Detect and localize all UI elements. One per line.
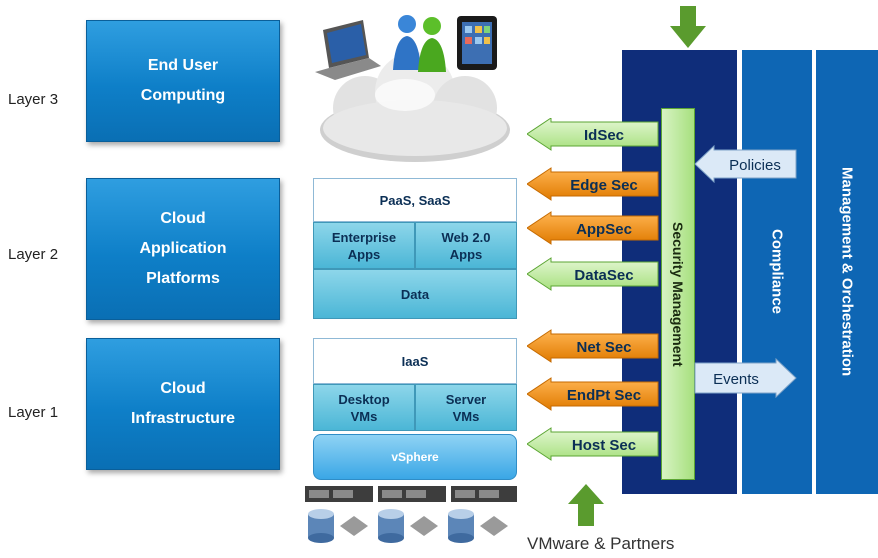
security-arrows: IdSec Edge Sec AppSec DataSec Net Sec En… [527, 118, 659, 461]
user-green-icon [418, 17, 446, 72]
layer-1-label: Layer 1 [8, 404, 59, 421]
laptop-icon [315, 20, 381, 80]
box-line: Cloud [160, 380, 206, 397]
user-blue-icon [393, 15, 421, 70]
arrow-label: Host Sec [572, 437, 636, 454]
arrow-label: Net Sec [576, 339, 631, 356]
partners-caption: VMware & Partners [527, 534, 675, 553]
box-line: VMs [452, 408, 480, 424]
arrow-label: DataSec [574, 267, 633, 284]
tablet-icon [457, 16, 497, 70]
box-line: Web 2.0 [441, 229, 491, 245]
appsec-arrow: AppSec [527, 211, 659, 245]
management-orchestration-column: Management & Orchestration [816, 50, 878, 494]
security-management-label: Security Management [670, 221, 686, 367]
management-orchestration-label: Management & Orchestration [838, 167, 856, 377]
events-callout: Events [694, 358, 797, 398]
iaas-box: IaaS [313, 338, 517, 384]
box-line: Cloud [160, 210, 206, 227]
layer-2-label: Layer 2 [8, 246, 59, 263]
box-line: VMs [350, 408, 378, 424]
box-line: Application [139, 240, 227, 257]
hardware-illustration [305, 486, 517, 543]
end-user-illustration [315, 15, 510, 162]
paas-saas-box: PaaS, SaaS [313, 178, 517, 222]
endpt-sec-arrow: EndPt Sec [527, 377, 659, 411]
vsphere-box: vSphere [313, 434, 517, 480]
arrow-label: IdSec [584, 127, 624, 144]
compliance-column: Compliance [742, 50, 812, 494]
box-line: End User [147, 57, 219, 74]
edge-sec-arrow: Edge Sec [527, 167, 659, 201]
database-icon [308, 509, 508, 543]
policies-callout: Policies [694, 145, 797, 183]
policies-label: Policies [729, 157, 781, 174]
server-rack-icon [305, 486, 517, 502]
compliance-label: Compliance [768, 229, 786, 315]
data-box: Data [313, 269, 517, 319]
idsec-arrow: IdSec [527, 118, 659, 151]
host-sec-arrow: Host Sec [527, 427, 659, 461]
arrow-label: Edge Sec [570, 177, 638, 194]
box-line: Platforms [146, 270, 220, 287]
box-line: Desktop [338, 391, 390, 407]
datasec-arrow: DataSec [527, 257, 659, 291]
box-line: Computing [140, 87, 226, 104]
box-line: Apps [347, 246, 381, 262]
bottom-entry-arrow-icon [568, 484, 604, 526]
box-line: Infrastructure [130, 410, 236, 427]
box-line: Server [445, 391, 487, 407]
top-entry-arrow-icon [670, 6, 706, 48]
box-line: Enterprise [331, 229, 397, 245]
net-sec-arrow: Net Sec [527, 329, 659, 363]
arrow-label: AppSec [576, 221, 632, 238]
box-line: Apps [449, 246, 483, 262]
arrow-label: EndPt Sec [567, 387, 641, 404]
events-label: Events [713, 371, 759, 388]
security-management-bar: Security Management [661, 108, 695, 480]
layer-3-label: Layer 3 [8, 91, 59, 108]
